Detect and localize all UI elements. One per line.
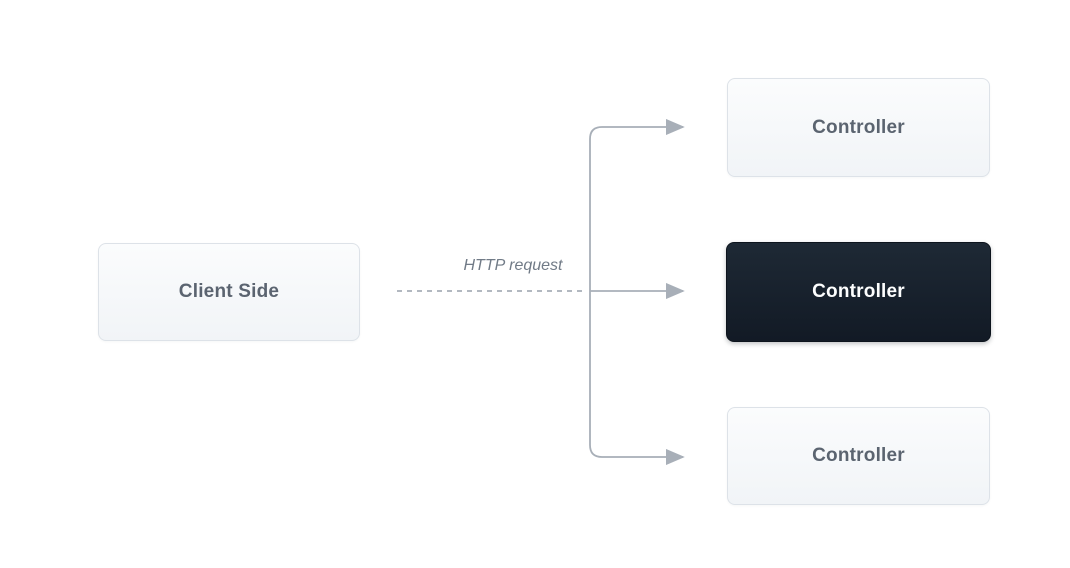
controller-node-bottom: Controller: [727, 407, 990, 505]
edge-to-top-controller: [589, 118, 685, 291]
controller-top-label: Controller: [812, 116, 905, 138]
controller-middle-label: Controller: [812, 281, 905, 302]
http-request-label: HTTP request: [463, 257, 563, 274]
client-side-node: Client Side: [98, 243, 360, 341]
client-side-label: Client Side: [178, 281, 280, 302]
controller-node-middle-highlighted: Controller: [726, 242, 991, 342]
edge-to-bottom-controller: [589, 291, 685, 466]
controller-node-top: Controller: [727, 78, 990, 177]
controller-bottom-label: Controller: [812, 445, 905, 466]
